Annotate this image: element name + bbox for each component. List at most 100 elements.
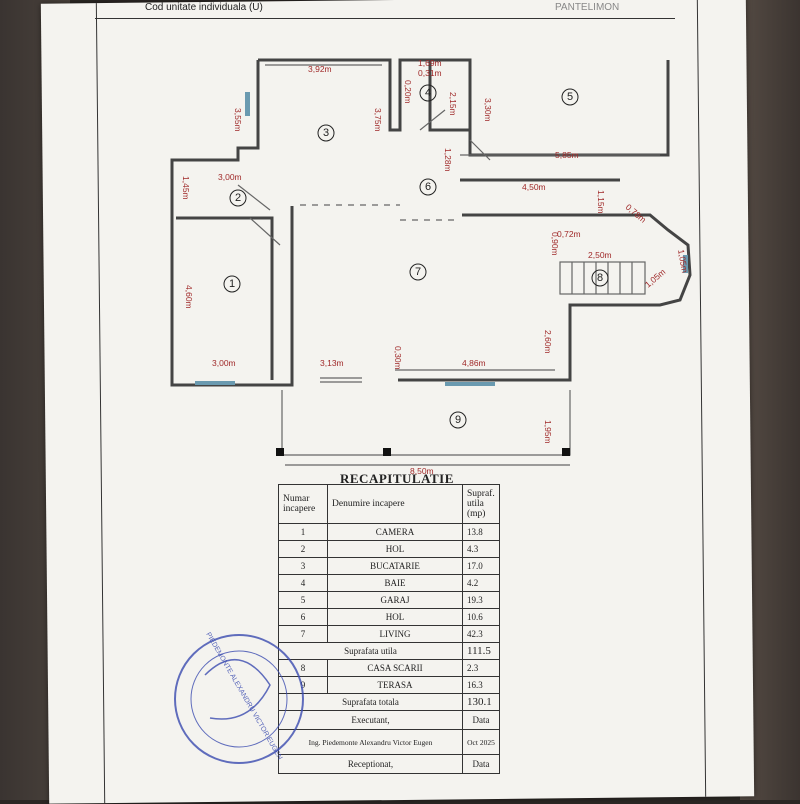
dim-label: 0,78m bbox=[624, 202, 649, 225]
header-row: Cod unitate individuala (U) PANTELIMON bbox=[95, 0, 675, 19]
windows bbox=[195, 92, 688, 386]
row-area: 17.0 bbox=[462, 557, 500, 575]
totala-value: 130.1 bbox=[462, 693, 500, 711]
room-number: 4 bbox=[425, 87, 431, 99]
row-area: 13.8 bbox=[462, 523, 500, 541]
data-label-2: Data bbox=[462, 754, 500, 774]
receptionat-row: Receptionat, Data bbox=[278, 754, 500, 774]
utila-value: 111.5 bbox=[462, 642, 500, 660]
room-marker-6 bbox=[419, 178, 437, 196]
dim-label: 2,50m bbox=[588, 250, 612, 260]
executant-date: Oct 2025 bbox=[462, 729, 500, 755]
row-number: 1 bbox=[278, 523, 328, 541]
dim-label: 3,00m bbox=[218, 172, 242, 182]
row-name: TERASA bbox=[327, 676, 463, 694]
direction-arrow bbox=[320, 377, 362, 383]
official-stamp: PIEDEMONTE ALEXANDRU VICTOR EUGEN bbox=[174, 631, 304, 764]
recap-title: RECAPITULATIE bbox=[340, 471, 454, 486]
room-marker-9 bbox=[449, 411, 467, 429]
dim-label: 2,60m bbox=[543, 330, 553, 354]
room-number: 7 bbox=[415, 266, 421, 278]
outer-wall bbox=[258, 58, 670, 157]
outer-wall bbox=[170, 60, 294, 387]
room-number: 2 bbox=[235, 192, 241, 204]
room-number: 8 bbox=[597, 272, 603, 284]
door-swing bbox=[469, 139, 491, 161]
dim-label: 4,50m bbox=[522, 182, 546, 192]
row-number: 4 bbox=[278, 574, 328, 592]
room-marker-5 bbox=[561, 88, 579, 106]
door-swing bbox=[237, 184, 271, 211]
row-area: 2.3 bbox=[462, 659, 500, 677]
room-marker-3 bbox=[317, 124, 335, 142]
col-header-number: Numar incapere bbox=[278, 484, 328, 524]
table-row: 4 BAIE 4.2 bbox=[278, 574, 500, 592]
room-number: 5 bbox=[567, 91, 573, 103]
dim-label: 3,75m bbox=[373, 108, 383, 132]
data-label: Data bbox=[462, 710, 500, 730]
room-marker-4 bbox=[419, 84, 437, 102]
row-name: GARAJ bbox=[327, 591, 463, 609]
row-name: HOL bbox=[327, 540, 463, 558]
row-name: CAMERA bbox=[327, 523, 463, 541]
dim-label: 3,30m bbox=[483, 98, 493, 122]
row-area: 16.3 bbox=[462, 676, 500, 694]
header-value: PANTELIMON bbox=[555, 2, 620, 13]
row-name: BAIE bbox=[327, 574, 463, 592]
receptionat-label: Receptionat, bbox=[278, 754, 463, 774]
row-number: 5 bbox=[278, 591, 328, 609]
table-row: 7 LIVING 42.3 bbox=[278, 625, 500, 643]
door-swing bbox=[419, 109, 446, 131]
dim-label: 0,31m bbox=[418, 68, 442, 78]
room-number: 3 bbox=[323, 127, 329, 139]
row-name: HOL bbox=[327, 608, 463, 626]
row-area: 19.3 bbox=[462, 591, 500, 609]
dim-label: 0,90m bbox=[550, 232, 560, 256]
table-header-row: Numar incapere Denumire incapere Supraf.… bbox=[278, 484, 500, 524]
row-name: CASA SCARII bbox=[327, 659, 463, 677]
dim-label: 1,69m bbox=[418, 58, 442, 68]
table-row: 8 CASA SCARII 2.3 bbox=[278, 659, 500, 677]
dim-label: 5,85m bbox=[555, 150, 579, 160]
table-row: 2 HOL 4.3 bbox=[278, 540, 500, 558]
room-marker-2 bbox=[229, 189, 247, 207]
col-header-area: Supraf. utila (mp) bbox=[462, 484, 500, 524]
columns bbox=[276, 448, 570, 456]
dim-label: 0,20m bbox=[403, 80, 413, 104]
executant-header-row: Executant, Data bbox=[278, 710, 500, 730]
row-name: LIVING bbox=[327, 625, 463, 643]
table-row: 3 BUCATARIE 17.0 bbox=[278, 557, 500, 575]
col-header-name: Denumire incapere bbox=[327, 484, 463, 524]
dim-label: 0,72m bbox=[557, 229, 581, 239]
row-number: 2 bbox=[278, 540, 328, 558]
row-number: 6 bbox=[278, 608, 328, 626]
table-row: 9 TERASA 16.3 bbox=[278, 676, 500, 694]
dim-label: 4,86m bbox=[462, 358, 486, 368]
table-row: 6 HOL 10.6 bbox=[278, 608, 500, 626]
recap-table: Numar incapere Denumire incapere Supraf.… bbox=[278, 484, 500, 774]
room-number: 9 bbox=[455, 414, 461, 426]
dim-label: 3,92m bbox=[308, 64, 332, 74]
dim-label: 3,13m bbox=[320, 358, 344, 368]
room-marker-7 bbox=[409, 263, 427, 281]
room-marker-1 bbox=[223, 275, 241, 293]
dim-label: 4,60m bbox=[184, 285, 194, 309]
row-number: 3 bbox=[278, 557, 328, 575]
row-area: 4.3 bbox=[462, 540, 500, 558]
stairs bbox=[559, 261, 646, 295]
dim-label: 1,45m bbox=[181, 176, 191, 200]
outer-wall bbox=[398, 213, 692, 382]
header-label: Cod unitate individuala (U) bbox=[145, 2, 263, 13]
room-marker-8 bbox=[591, 269, 609, 287]
inner-wall bbox=[428, 60, 470, 132]
dim-label: 3,55m bbox=[233, 108, 243, 132]
total-row: Suprafata totala 130.1 bbox=[278, 693, 500, 711]
table-row: 1 CAMERA 13.8 bbox=[278, 523, 500, 541]
subtotal-row: Suprafata utila 111.5 bbox=[278, 642, 500, 660]
table-row: 5 GARAJ 19.3 bbox=[278, 591, 500, 609]
dim-label: 3,00m bbox=[212, 358, 236, 368]
terrace-outline bbox=[281, 390, 571, 456]
row-area: 4.2 bbox=[462, 574, 500, 592]
dim-label: 2,15m bbox=[448, 92, 458, 116]
